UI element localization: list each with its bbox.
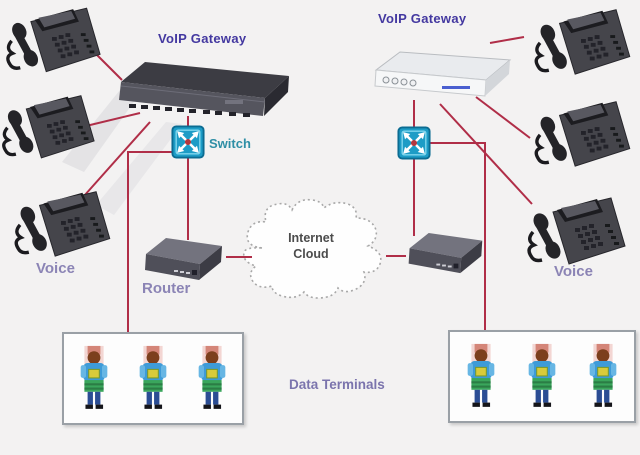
internet-cloud-label: Internet Cloud [288,231,334,261]
data-terminals-box-right [448,330,636,423]
terminal-user-icon [587,337,619,417]
data-terminals-box-left [62,332,244,425]
ip-phone-icon-left-2 [0,86,96,162]
terminal-user-icon [78,339,110,419]
switch-label: Switch [209,136,251,151]
gateway-device-light-icon [366,44,514,106]
voip-gateway-label-left: VoIP Gateway [158,31,247,46]
terminal-user-icon [526,337,558,417]
voice-label-right: Voice [554,263,593,280]
lan-switch-icon-right [397,126,431,160]
ip-phone-icon-left-3 [10,182,112,260]
terminal-user-icon [196,339,228,419]
router-label: Router [142,280,191,297]
router-icon-right [400,229,488,281]
gateway-device-dark-icon [106,58,294,122]
ip-phone-icon-right-3 [516,188,634,268]
ip-phone-icon-right-2 [524,92,638,170]
terminal-user-icon [465,337,497,417]
internet-cloud-icon [242,198,382,299]
voip-gateway-label-right: VoIP Gateway [378,11,467,26]
ip-phone-icon-left-1 [2,0,102,76]
ip-phone-icon-right-1 [524,0,638,78]
lan-switch-icon-left [171,125,205,159]
terminal-user-icon [137,339,169,419]
data-terminals-label: Data Terminals [289,377,385,392]
voice-label-left: Voice [36,260,75,277]
